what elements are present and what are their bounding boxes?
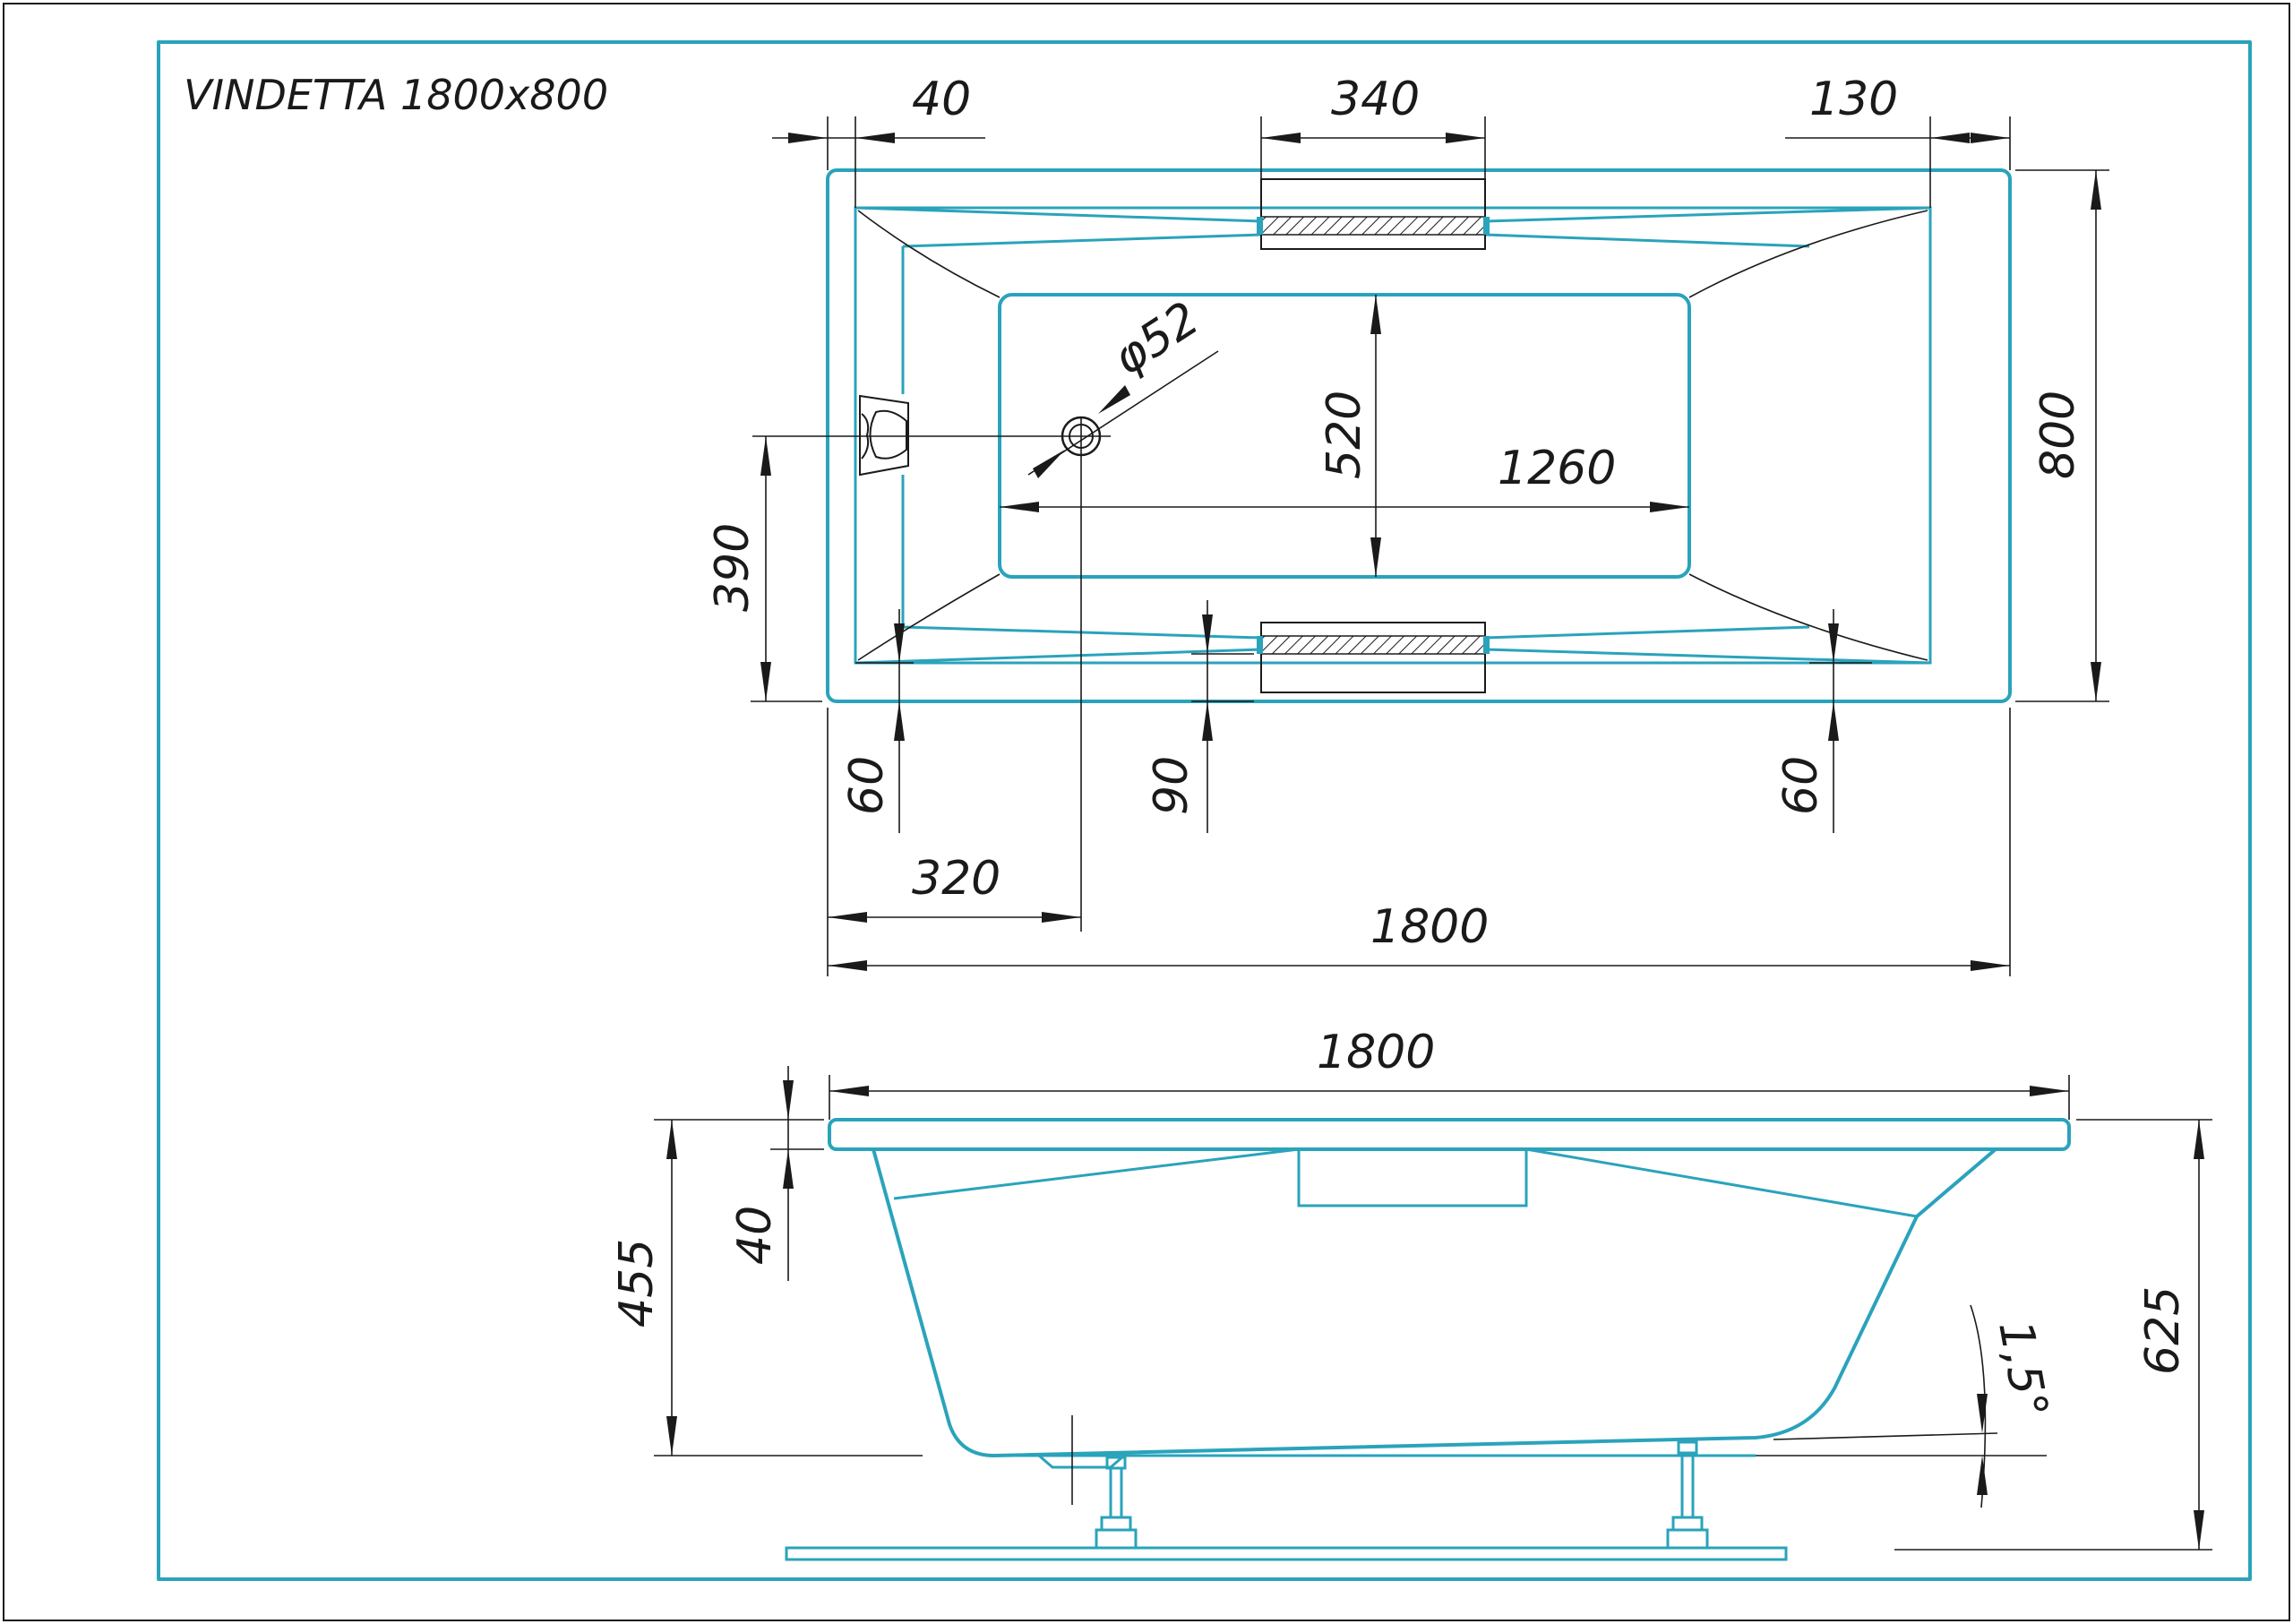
side-overflow-block (1297, 1149, 1528, 1207)
slope-bottom-left (902, 625, 1262, 640)
leg-left (1095, 1456, 1138, 1550)
arrow-390-a (760, 436, 771, 476)
floor-plate (785, 1546, 1788, 1561)
leg-right (1666, 1440, 1709, 1550)
arrow-1800s-b (2030, 1086, 2069, 1096)
overflow-unit-top (1260, 178, 1486, 250)
arrow-phi52-b (1033, 450, 1065, 478)
arrow-40s-b (783, 1149, 794, 1189)
dim-total-length: 1800 (1370, 900, 1489, 954)
slope-bottom-right-b (1484, 648, 1931, 665)
slope-top-left (855, 206, 1262, 223)
tub-inner-rim (854, 206, 1932, 665)
arrow-slope-b (1977, 1456, 1988, 1495)
dim-side-length: 1800 (1317, 1026, 1435, 1079)
side-drain (1038, 1454, 1125, 1469)
dim-drain-offset-y: 390 (706, 523, 760, 612)
arrow-phi52-a (1098, 385, 1130, 414)
arrow-130-b (1971, 133, 2010, 143)
arrow-390-b (760, 662, 771, 701)
slope-top-right (1484, 206, 1931, 223)
slope-top-left-b (902, 233, 1262, 248)
arrow-625-a (2194, 1120, 2204, 1159)
dim-inner-length: 1260 (1498, 442, 1616, 495)
overflow-clip-tl (1257, 217, 1263, 235)
dim-total-width: 800 (2031, 391, 2085, 479)
corner-curve-br (1688, 573, 1928, 661)
arrow-320-a (828, 912, 867, 923)
dim-depth: 455 (610, 1239, 664, 1328)
arrow-340-a (1261, 133, 1301, 143)
dim-overflow-width: 340 (1331, 73, 1420, 126)
arrow-40s-a (783, 1080, 794, 1120)
arrow-60r-a (1828, 623, 1839, 663)
dim-drain-offset-x: 320 (912, 852, 1001, 906)
arrow-1800s-a (829, 1086, 869, 1096)
overflow-clip-tr (1483, 217, 1490, 235)
dim-drain-diameter: φ52 (1104, 292, 1208, 386)
corner-curve-tl (857, 210, 1001, 298)
arrow-1260-b (1650, 502, 1689, 512)
dim-rim-right: 130 (1809, 73, 1898, 126)
dim-total-height: 625 (2136, 1286, 2190, 1375)
sheet-border (3, 3, 2290, 1621)
dim-rim-left: 40 (912, 73, 971, 126)
slope-bottom-left-b (855, 648, 1262, 665)
arrow-130-a (1930, 133, 1970, 143)
overflow-hatch-bottom (1260, 635, 1486, 655)
dim-rim-height: 40 (728, 1206, 782, 1265)
arrow-40-a (788, 133, 828, 143)
corner-curve-tr (1688, 210, 1928, 298)
dim-inner-width: 520 (1318, 391, 1371, 479)
arrow-320-b (1042, 912, 1081, 923)
side-rim (828, 1118, 2071, 1151)
slope-top-right-b (1484, 233, 1810, 248)
dim-rim-bottom-left: 60 (840, 756, 894, 815)
arrow-1260-a (1000, 502, 1039, 512)
arrow-800-b (2091, 662, 2101, 701)
arrow-455-b (666, 1416, 677, 1456)
arrow-455-a (666, 1120, 677, 1159)
side-slope-right (1525, 1147, 1918, 1218)
dim-rim-bottom-mid: 90 (1145, 756, 1198, 815)
overflow-clip-bl (1257, 636, 1263, 654)
drawing-title: VINDETTA 1800x800 (184, 71, 608, 119)
arrow-1800t-a (828, 960, 867, 971)
arrow-340-b (1446, 133, 1485, 143)
arrow-625-b (2194, 1510, 2204, 1550)
side-body (872, 1147, 1997, 1457)
overflow-unit-bottom (1260, 622, 1486, 693)
dim-rim-bottom-right: 60 (1774, 756, 1828, 815)
arrow-1800t-b (1971, 960, 2010, 971)
side-slope-left (893, 1147, 1300, 1200)
arrow-60r-b (1828, 701, 1839, 741)
arrow-90-a (1202, 614, 1213, 654)
arrow-520-a (1370, 295, 1381, 334)
slope-bottom-right (1484, 625, 1810, 640)
corner-curve-bl (857, 573, 1001, 661)
arrow-60l-a (894, 623, 905, 663)
side-view: 1800 40 455 625 1,5° (610, 1026, 2212, 1561)
arrow-60l-b (894, 701, 905, 741)
overflow-hatch-top (1260, 216, 1486, 236)
arrow-800-a (2091, 170, 2101, 210)
arrow-40-b (855, 133, 895, 143)
drawing-frame (157, 40, 2252, 1581)
ext-slope-line (1773, 1432, 1998, 1440)
arrow-slope-a (1977, 1394, 1988, 1433)
arrow-520-b (1370, 537, 1381, 577)
arrow-90-b (1202, 701, 1213, 741)
dim-slope-angle: 1,5° (1988, 1317, 2057, 1422)
top-view: 40 340 130 800 520 φ52 (706, 73, 2109, 976)
faucet-fitting (859, 394, 909, 477)
overflow-clip-br (1483, 636, 1490, 654)
